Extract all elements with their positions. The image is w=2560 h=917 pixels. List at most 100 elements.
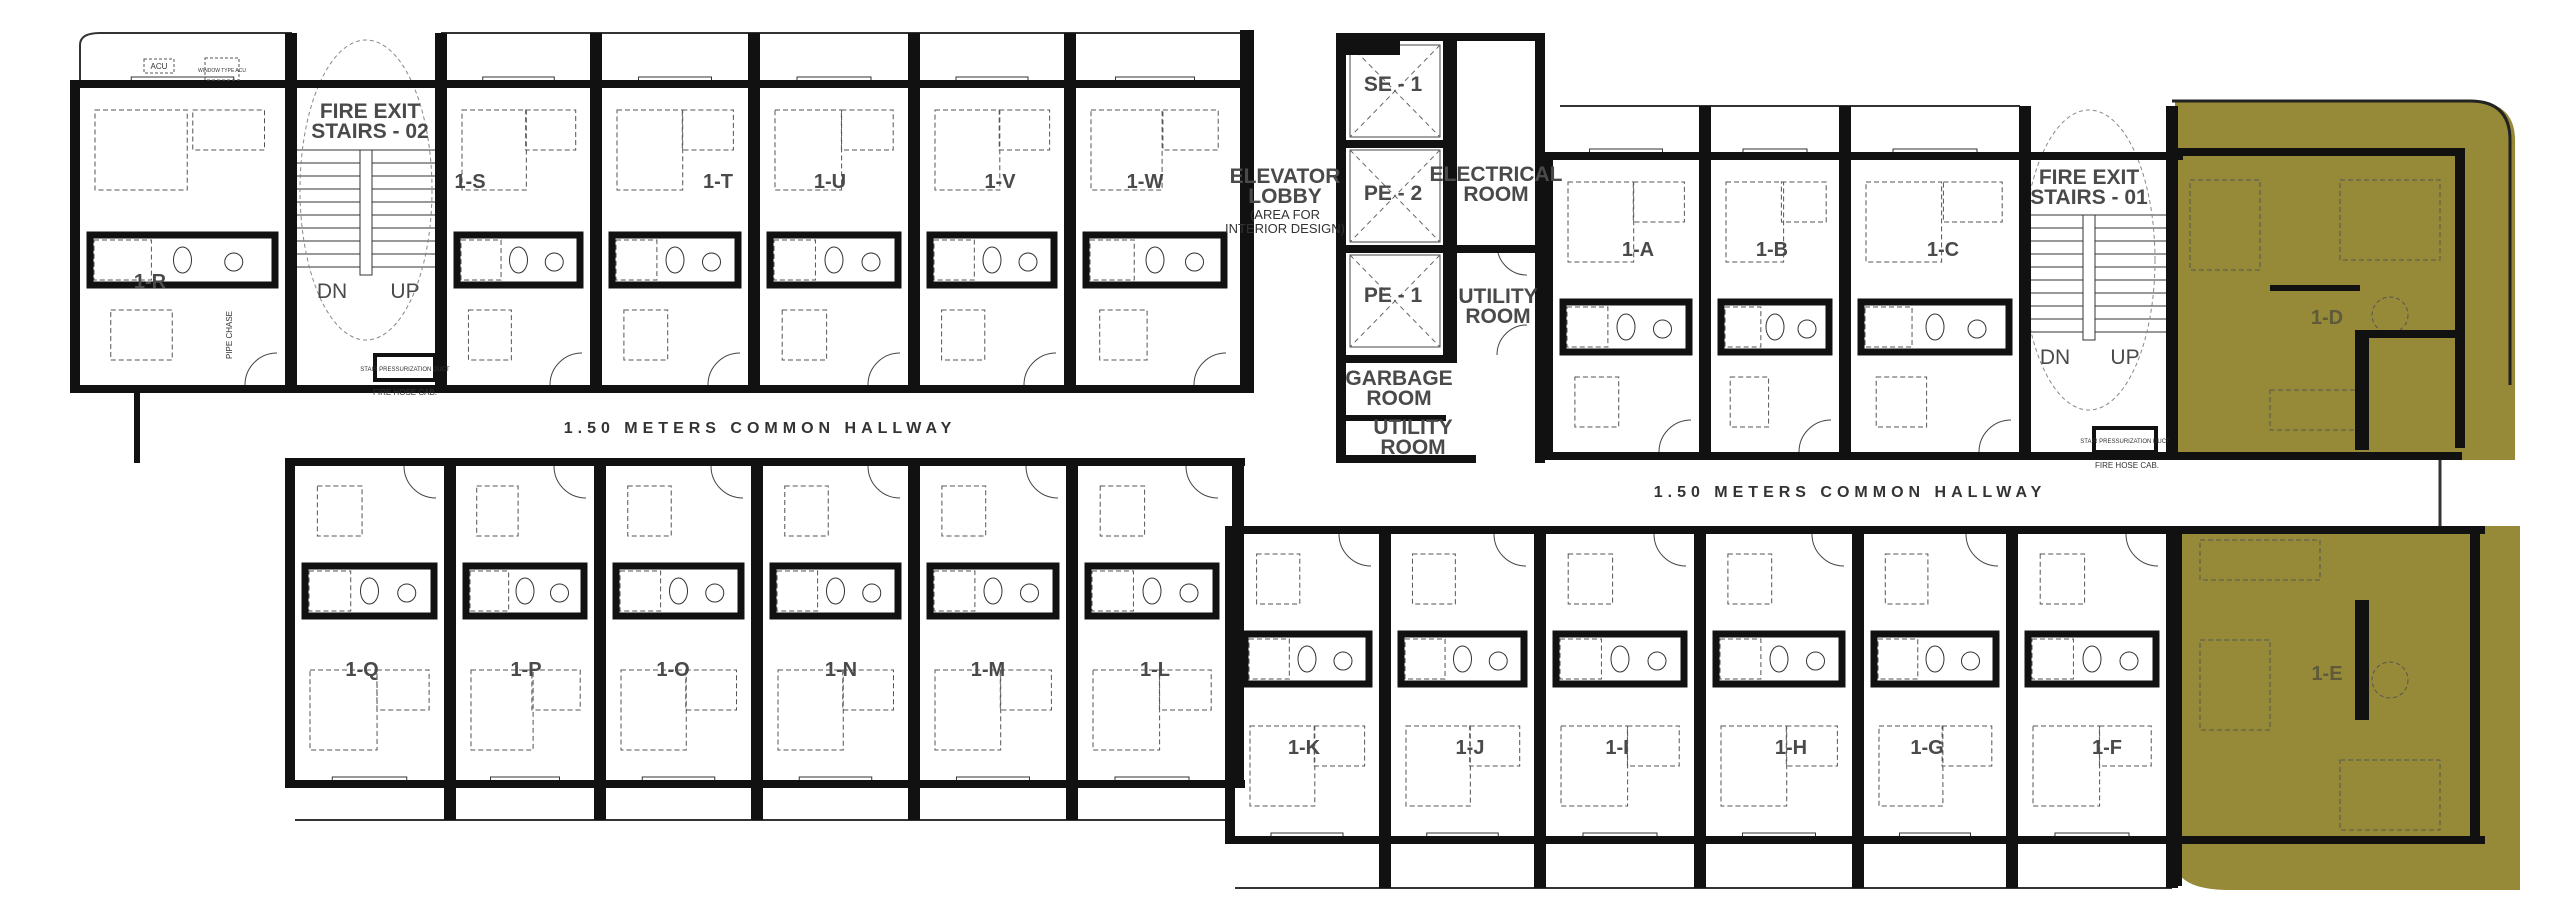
bed	[2339, 179, 2441, 261]
stair-clearance	[299, 39, 433, 341]
balcony-rail	[79, 32, 292, 80]
bathroom	[926, 231, 1058, 289]
wall	[2355, 330, 2455, 338]
door-swing	[2125, 533, 2159, 567]
utility-room-upper-label-2: ROOM	[1465, 305, 1530, 328]
sofa	[2189, 179, 2261, 271]
wall	[1699, 106, 1711, 460]
shower	[469, 570, 510, 612]
stair-handrail	[359, 149, 373, 276]
shower	[1559, 638, 1602, 680]
bed	[1865, 181, 1943, 263]
door-swing	[1978, 419, 2012, 453]
door-swing	[244, 352, 278, 386]
elevator-lobby-label-2: LOBBY	[1248, 185, 1322, 208]
toilet-icon	[982, 246, 1002, 274]
unit-label: 1-R	[134, 271, 167, 293]
kitchenette	[1099, 309, 1148, 361]
bathroom	[926, 562, 1060, 620]
door-swing	[403, 465, 437, 499]
unit-label: 1-U	[814, 171, 846, 193]
bathroom	[301, 562, 438, 620]
kitchenette	[1574, 376, 1620, 428]
kitchenette	[781, 309, 828, 361]
wardrobe	[1313, 725, 1366, 767]
door-swing	[1493, 533, 1527, 567]
kitchenette	[1884, 553, 1929, 605]
door-swing	[707, 352, 741, 386]
stair-duct-label-right: STAIR PRESSURIZATION DUCT	[2080, 439, 2170, 445]
wardrobe	[1158, 669, 1212, 711]
hallway-label-left: 1.50 METERS COMMON HALLWAY	[564, 420, 957, 437]
door-swing	[1811, 533, 1845, 567]
sink-icon	[1653, 319, 1672, 339]
sink-icon	[1179, 583, 1199, 603]
stairs-02-label-2: STAIRS - 02	[311, 120, 428, 143]
sink-icon	[397, 583, 417, 603]
sink-icon	[702, 252, 721, 272]
door-swing	[1798, 419, 1832, 453]
wall	[1064, 33, 1076, 393]
sink-icon	[1020, 583, 1039, 603]
acu-label: ACU	[151, 62, 168, 71]
kitchenette	[1729, 376, 1770, 428]
wall	[2470, 526, 2480, 844]
bed	[620, 669, 687, 751]
sink-icon	[1961, 651, 1980, 671]
fire-hose-label-right: FIRE HOSE CAB.	[2095, 461, 2159, 470]
bed	[2339, 759, 2441, 831]
unit-label: 1-I	[1605, 737, 1628, 759]
stairs-02-up: UP	[390, 280, 419, 303]
wardrobe	[842, 669, 894, 711]
table	[2371, 661, 2409, 699]
kitchenette	[941, 485, 987, 537]
wardrobe	[1941, 725, 1993, 767]
bed	[1720, 725, 1788, 807]
wall	[908, 458, 920, 820]
unit-1-e-highlight	[2175, 526, 2520, 890]
unit-label: 1-Q	[345, 659, 378, 681]
wardrobe	[1162, 109, 1219, 151]
unit-label: 1-S	[454, 171, 485, 193]
unit-label: 1-M	[971, 659, 1005, 681]
door-swing	[710, 465, 744, 499]
bed	[1567, 181, 1635, 263]
sink-icon	[544, 252, 564, 272]
toilet-icon	[1925, 645, 1945, 673]
wall	[1443, 33, 1457, 363]
kitchenette	[110, 309, 173, 361]
door-swing	[1496, 324, 1528, 356]
fire-hose-label-left: FIRE HOSE CAB.	[373, 388, 437, 397]
wardrobe	[840, 109, 894, 151]
wall	[748, 33, 760, 393]
bathroom	[1717, 298, 1833, 356]
shower	[619, 570, 662, 612]
wall	[1839, 106, 1851, 460]
shower	[1404, 638, 1446, 680]
stair-handrail	[2082, 214, 2096, 341]
toilet-icon	[1297, 645, 1317, 673]
wall	[1240, 30, 1254, 393]
kitchenette	[1411, 553, 1456, 605]
wall	[2166, 106, 2178, 460]
bathroom	[1870, 630, 2000, 688]
wardrobe	[1469, 725, 1521, 767]
kitchenette	[1567, 553, 1614, 605]
wall	[2270, 285, 2360, 291]
sink-icon	[550, 583, 569, 603]
wardrobe	[1785, 725, 1838, 767]
shower	[1864, 306, 1913, 348]
wardrobe	[376, 669, 430, 711]
door-swing	[1193, 352, 1227, 386]
wall	[1543, 152, 1553, 460]
wall	[2455, 148, 2465, 448]
shower	[1089, 239, 1135, 281]
unit-label: 1-P	[510, 659, 541, 681]
stairs-02-dn: DN	[317, 280, 347, 303]
wall	[594, 458, 606, 820]
unit-label-highlighted: 1-E	[2311, 663, 2342, 685]
wall	[1066, 458, 1078, 820]
shower	[2031, 638, 2074, 680]
bed	[470, 669, 534, 751]
